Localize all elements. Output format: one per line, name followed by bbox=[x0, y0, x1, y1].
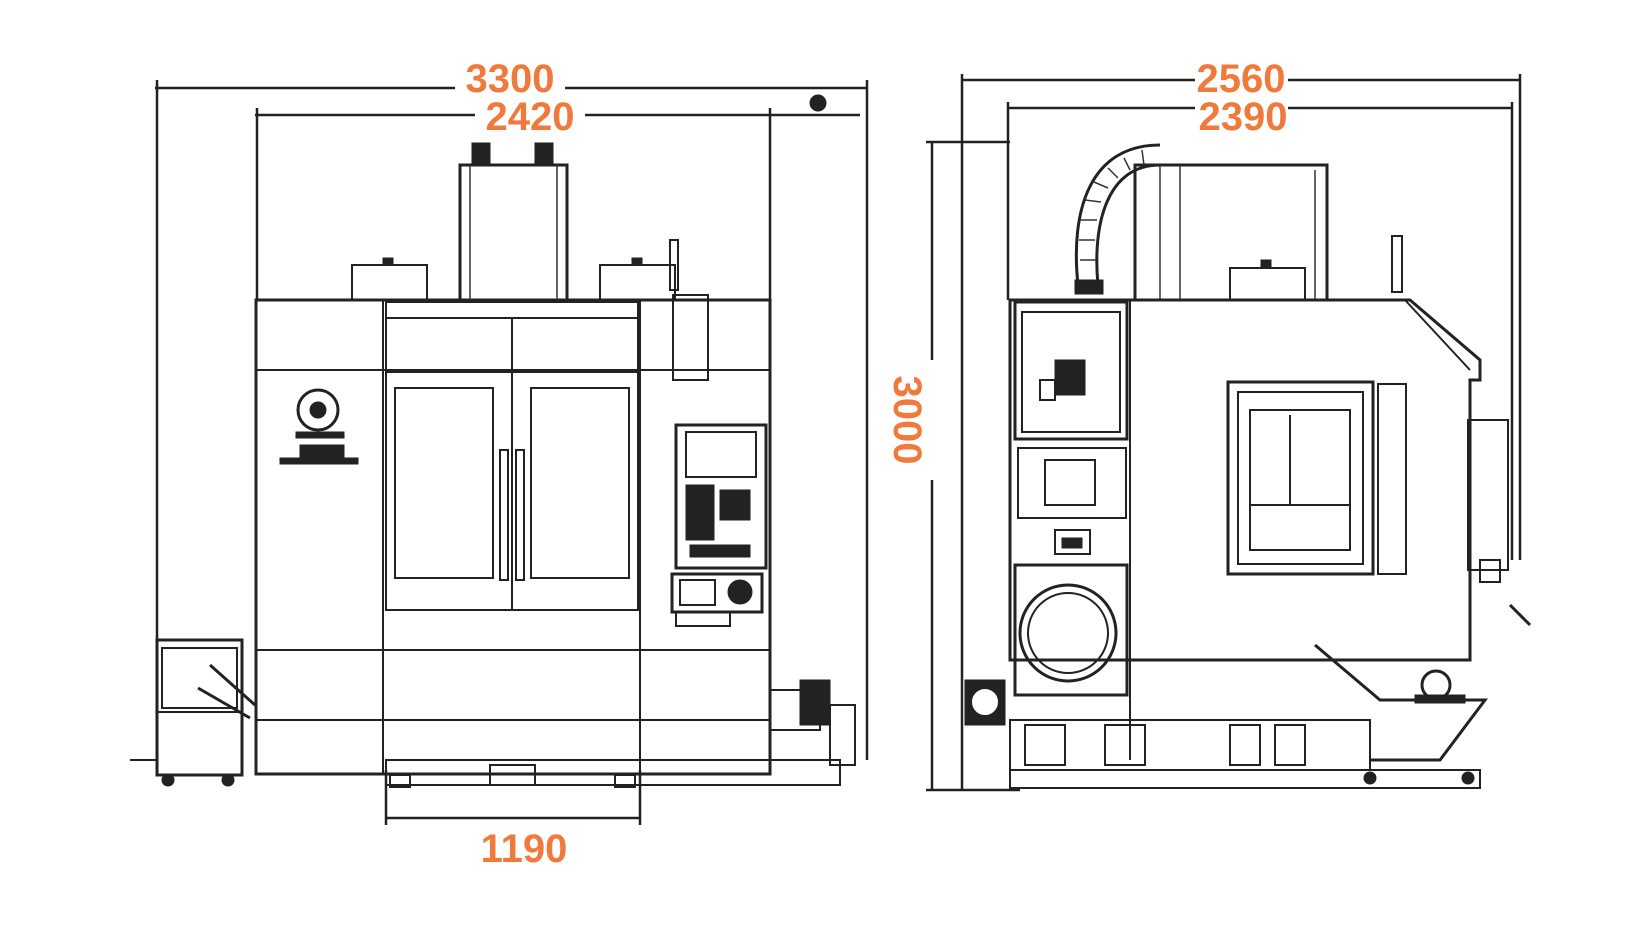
side-view bbox=[926, 74, 1532, 792]
label-1190: 1190 bbox=[481, 827, 568, 871]
door-handle-left bbox=[499, 449, 509, 581]
cable-carrier bbox=[1074, 143, 1161, 286]
control-panel bbox=[674, 423, 768, 570]
side-window bbox=[1226, 380, 1375, 576]
label-2420: 2420 bbox=[486, 95, 575, 139]
side-rear-panel bbox=[1467, 419, 1509, 571]
signal-lamp bbox=[669, 239, 679, 291]
control-screen bbox=[685, 431, 757, 478]
side-panel-small bbox=[1054, 529, 1091, 555]
coolant-tank bbox=[1013, 563, 1129, 697]
spindle-tower bbox=[458, 163, 569, 302]
top-box-right bbox=[599, 264, 676, 301]
dimension-line-3300 bbox=[155, 80, 869, 770]
side-chip-conveyor bbox=[1314, 643, 1488, 762]
chip-conveyor bbox=[155, 638, 244, 777]
label-3300: 3300 bbox=[466, 57, 555, 101]
brand-emblem-icon bbox=[279, 388, 359, 465]
top-box-left bbox=[351, 264, 428, 301]
door-handle-right bbox=[515, 449, 525, 581]
electrical-cabinet bbox=[1013, 300, 1129, 441]
door-window-left bbox=[394, 387, 494, 579]
label-3000: 3000 bbox=[885, 376, 929, 465]
dimension-line-2420 bbox=[255, 108, 860, 300]
front-view bbox=[130, 80, 869, 825]
side-top-box bbox=[1229, 267, 1306, 301]
label-2560: 2560 bbox=[1197, 57, 1286, 101]
label-2390: 2390 bbox=[1199, 95, 1288, 139]
side-body bbox=[1008, 298, 1482, 662]
dimension-line-3000 bbox=[926, 140, 1020, 792]
dimension-line-1190 bbox=[384, 770, 642, 825]
side-signal-lamp bbox=[1391, 235, 1403, 293]
door-window-right bbox=[530, 387, 630, 579]
dimension-line-2560 bbox=[960, 74, 1522, 790]
control-arm bbox=[672, 294, 709, 381]
dimension-line-2390 bbox=[1006, 102, 1514, 560]
side-panel-mid bbox=[1017, 447, 1127, 519]
